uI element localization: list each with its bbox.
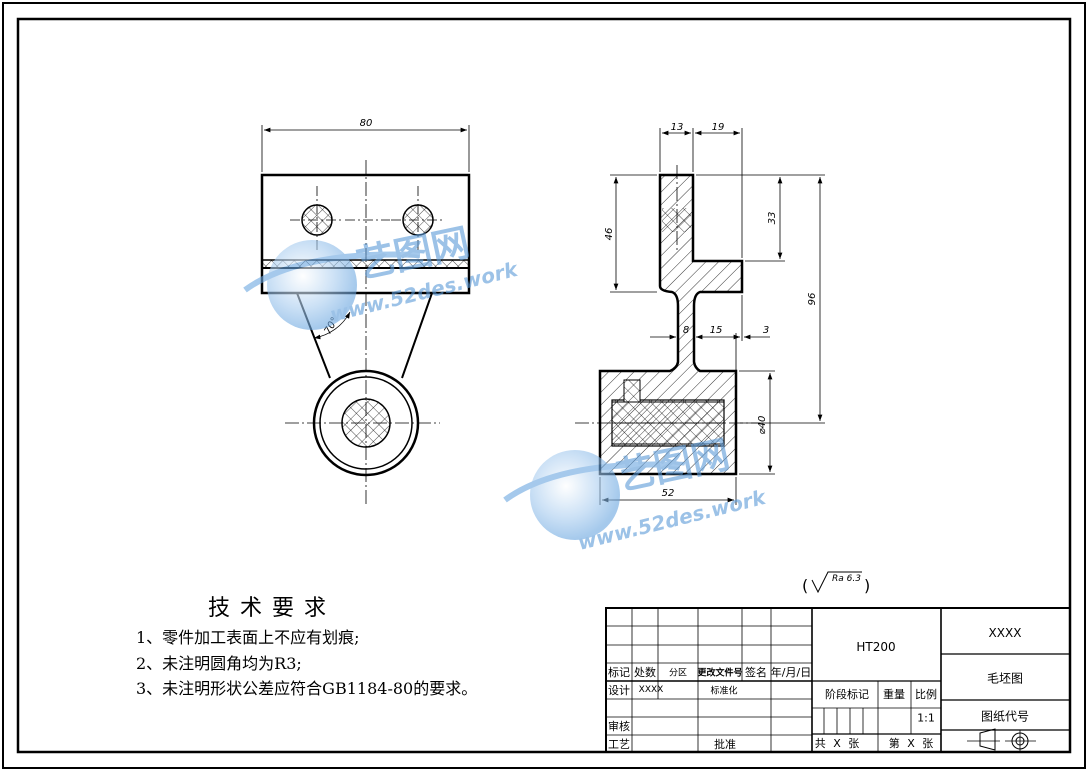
label-approve: 批准 (714, 738, 736, 751)
label-date: 年/月/日 (770, 666, 812, 679)
requirement-3: 3、未注明形状公差应符合GB1184-80的要求。 (136, 679, 478, 698)
sheet-number: 第 X 张 (888, 737, 936, 750)
watermark-1: 艺图网 www.52des.work (243, 220, 521, 330)
label-mark: 标记 (608, 666, 630, 679)
stage-mark: 阶段标记 (825, 688, 869, 701)
label-review: 审核 (608, 720, 630, 733)
dim-52: 52 (662, 488, 675, 499)
sheets-total: 共 X 张 (814, 737, 862, 750)
side-section-view: 13 19 46 33 96 8 15 3 ⌀40 52 (575, 122, 825, 505)
label-count: 处数 (634, 666, 656, 679)
label-standardize: 标准化 (710, 686, 738, 697)
dim-96: 96 (807, 293, 818, 306)
designer-name: XXXX (638, 685, 664, 695)
requirements-title: 技术要求 (208, 596, 337, 621)
svg-text:): ) (864, 576, 870, 595)
weight: 重量 (883, 688, 905, 701)
dim-8: 8 (683, 325, 689, 336)
requirement-1: 1、零件加工表面上不应有划痕; (136, 628, 360, 647)
label-change-doc: 更改文件号 (697, 668, 743, 679)
dim-80: 80 (360, 118, 373, 129)
svg-text:(: ( (802, 576, 808, 595)
roughness-symbol: ( Ra 6.3 ) (802, 571, 870, 595)
label-process: 工艺 (608, 738, 630, 751)
dim-46: 46 (604, 228, 615, 241)
drawing-code-label: 图纸代号 (980, 709, 1030, 724)
dim-19: 19 (712, 122, 725, 133)
scale-value: 1:1 (917, 711, 935, 725)
drawing-name: 毛坯图 (986, 671, 1024, 686)
dim-13: 13 (671, 122, 684, 133)
dim-33: 33 (767, 212, 778, 225)
dim-dia-40: ⌀40 (757, 416, 768, 435)
inner-frame (16, 17, 1072, 754)
label-zone: 分区 (668, 668, 688, 679)
label-design: 设计 (608, 684, 630, 697)
scale-label: 比例 (915, 688, 937, 701)
roughness-value: Ra 6.3 (832, 574, 861, 584)
material: HT200 (856, 640, 896, 654)
dim-15: 15 (710, 325, 723, 336)
front-view: 80 70° (260, 118, 471, 505)
dim-3: 3 (763, 325, 769, 336)
label-signature: 签名 (745, 666, 767, 679)
title-block (605, 607, 1071, 753)
company: XXXX (988, 626, 1022, 640)
requirement-2: 2、未注明圆角均为R3; (136, 654, 302, 673)
